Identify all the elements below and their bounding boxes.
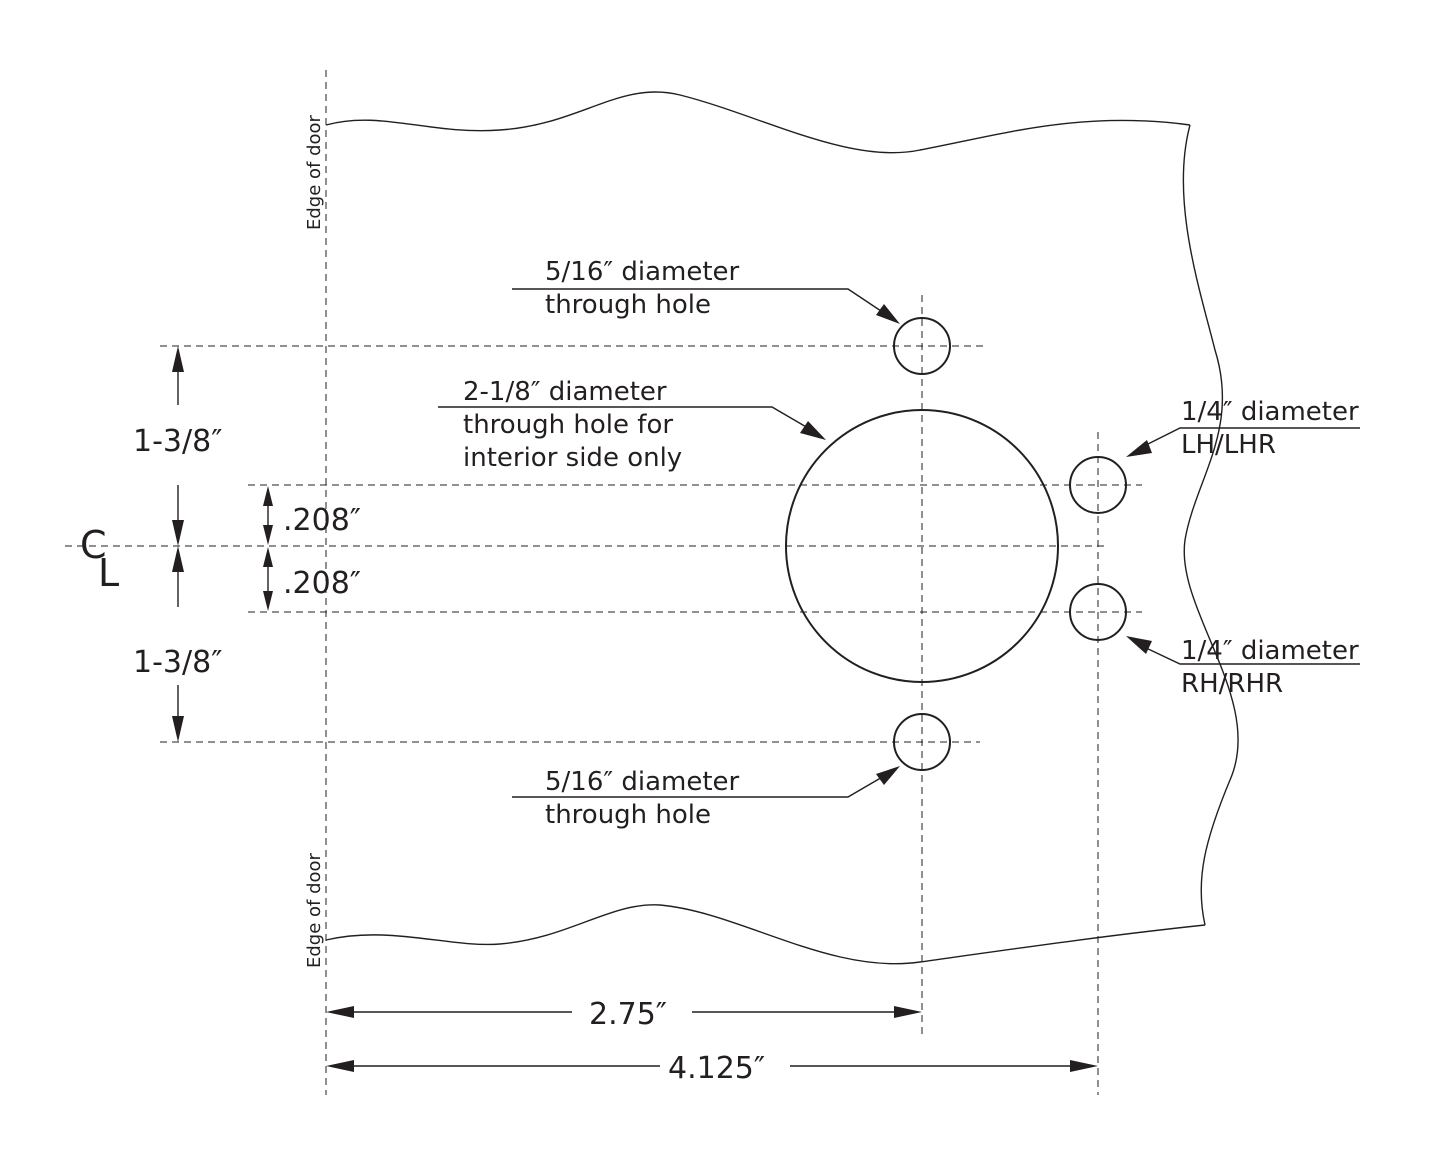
dim-horizontal-side-label: 4.125″ (668, 1051, 765, 1086)
dim-small-upper-label: .208″ (283, 503, 361, 538)
callout-big-hole: 2-1/8″ diameter through hole for interio… (438, 377, 826, 473)
dim-small-upper: .208″ (263, 486, 361, 545)
door-outline (325, 91, 1239, 965)
top-through-hole (893, 317, 951, 375)
callout-lh-hole-line2: LH/LHR (1181, 430, 1276, 460)
callout-top-hole: 5/16″ diameter through hole (512, 257, 900, 324)
arrow-up (172, 546, 184, 572)
arrow-right (876, 304, 900, 324)
centerline-symbol-c: C (80, 523, 107, 567)
arrow-left (326, 1006, 354, 1018)
dim-small-lower-label: .208″ (283, 566, 361, 601)
dim-bottom-vertical-label: 1-3/8″ (133, 645, 222, 680)
callout-bottom-hole-line1: 5/16″ diameter (545, 767, 740, 797)
rh-hole (1069, 583, 1127, 641)
door-right-break-line (1182, 124, 1239, 926)
callout-big-hole-line1: 2-1/8″ diameter (463, 377, 667, 407)
dim-horizontal-side: 4.125″ (326, 1051, 1098, 1086)
centerline-symbol-l: L (98, 551, 119, 595)
centerline-symbol: C L (80, 523, 119, 595)
arrow-down (172, 716, 184, 742)
callout-rh-hole-line1: 1/4″ diameter (1181, 636, 1359, 666)
callout-top-hole-line1: 5/16″ diameter (545, 257, 740, 287)
door-top-break-line (325, 91, 1191, 154)
edge-label-top: Edge of door (304, 114, 325, 230)
callout-top-hole-line2: through hole (545, 290, 711, 320)
dim-bottom-vertical: 1-3/8″ (133, 546, 222, 742)
dim-horizontal-center-label: 2.75″ (589, 997, 667, 1032)
bottom-through-hole (893, 713, 951, 771)
arrow-up (172, 346, 184, 372)
arrow-left (326, 1060, 354, 1072)
main-bore-hole (785, 409, 1059, 683)
arrow-left (1126, 636, 1152, 654)
arrow-right (1070, 1060, 1098, 1072)
callout-lh-hole: 1/4″ diameter LH/LHR (1126, 397, 1360, 460)
construction-lines (65, 70, 1142, 1095)
callout-big-hole-line2: through hole for (463, 410, 673, 440)
arrow-up (263, 547, 273, 567)
callout-rh-hole: 1/4″ diameter RH/RHR (1126, 636, 1360, 699)
arrow-right (876, 766, 900, 785)
callout-bottom-hole-line2: through hole (545, 800, 711, 830)
callout-big-hole-line3: interior side only (463, 443, 682, 473)
callout-rh-hole-line2: RH/RHR (1181, 669, 1283, 699)
arrow-down (263, 525, 273, 545)
arrow-up (263, 486, 273, 506)
lh-hole (1069, 456, 1127, 514)
door-bottom-break-line (325, 904, 1206, 965)
dim-horizontal-center: 2.75″ (326, 997, 922, 1032)
callout-bottom-hole: 5/16″ diameter through hole (512, 766, 900, 830)
edge-label-bottom: Edge of door (304, 852, 325, 968)
arrow-down (172, 520, 184, 546)
dim-small-lower: .208″ (263, 547, 361, 611)
arrow-right (800, 421, 826, 440)
dim-top-vertical-label: 1-3/8″ (133, 424, 222, 459)
holes (785, 317, 1127, 771)
dim-top-vertical: 1-3/8″ (133, 346, 222, 546)
arrow-left (1126, 440, 1152, 457)
callout-lh-hole-line1: 1/4″ diameter (1181, 397, 1359, 427)
arrow-down (263, 591, 273, 611)
arrow-right (894, 1006, 922, 1018)
